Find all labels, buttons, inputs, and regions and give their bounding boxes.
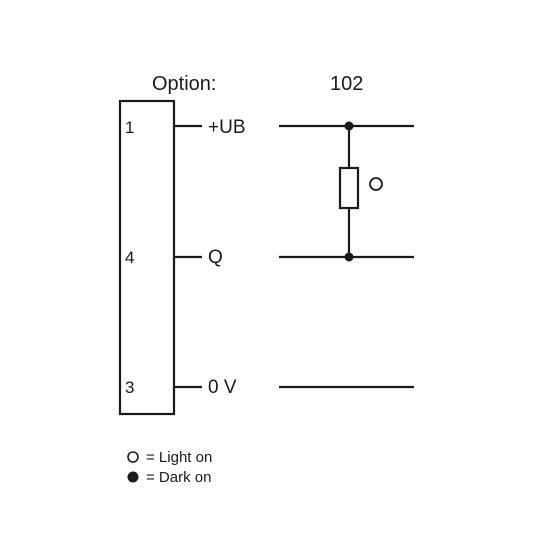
pin-number-4: 4 <box>125 248 134 267</box>
legend-dark-on: = Dark on <box>146 469 211 486</box>
pin-number-1: 1 <box>125 118 134 137</box>
resistor <box>338 166 360 210</box>
signal-label-q: Q <box>208 247 223 268</box>
legend-filled-circle-icon <box>127 471 139 483</box>
connector-body <box>118 99 176 416</box>
legend-open-circle-icon <box>127 451 139 463</box>
junction-dot-q <box>344 252 354 262</box>
signal-label-ub: +UB <box>208 117 246 138</box>
option-value: 102 <box>330 73 363 95</box>
pin-number-3: 3 <box>125 378 134 397</box>
light-on-indicator-icon <box>369 177 383 191</box>
legend-light-on: = Light on <box>146 449 212 466</box>
junction-dot-ub <box>344 121 354 131</box>
signal-label-0v: 0 V <box>208 377 237 398</box>
option-label: Option: <box>152 73 216 95</box>
